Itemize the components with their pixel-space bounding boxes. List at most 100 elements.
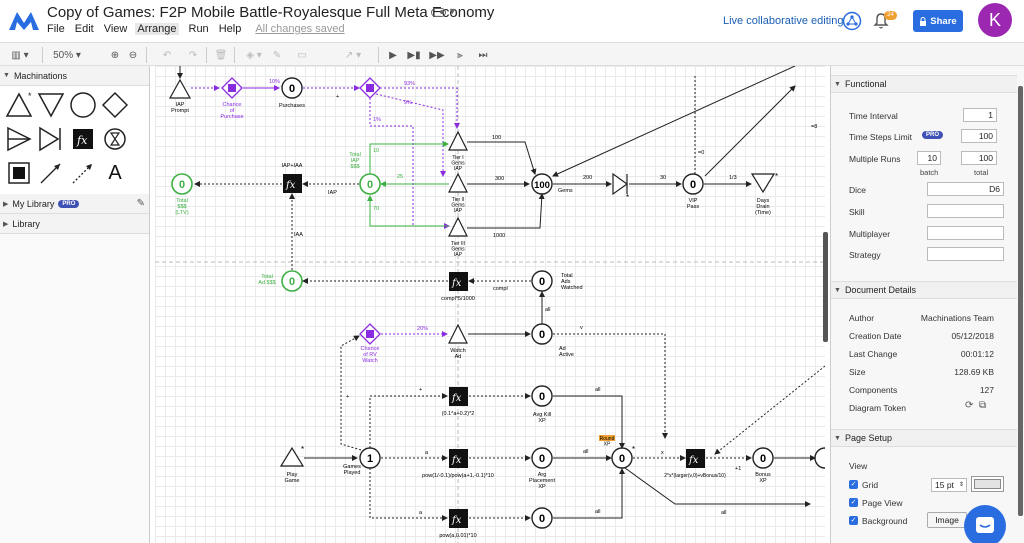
grid-checkbox[interactable]: ✓ bbox=[849, 480, 858, 489]
offscreen-node[interactable] bbox=[814, 447, 825, 469]
resource-connection[interactable] bbox=[553, 395, 625, 449]
resource-connection[interactable] bbox=[367, 195, 449, 227]
trader-icon[interactable] bbox=[36, 124, 66, 154]
pool-circle-icon[interactable] bbox=[68, 90, 98, 120]
resource-connection[interactable] bbox=[467, 193, 545, 229]
multiplayer-input[interactable] bbox=[927, 226, 1004, 240]
chat-button[interactable] bbox=[964, 505, 1006, 543]
canvas-scrollbar[interactable] bbox=[823, 232, 828, 342]
background-checkbox[interactable]: ✓ bbox=[849, 516, 858, 525]
toggle-icon[interactable] bbox=[431, 8, 446, 17]
share-button[interactable]: Share bbox=[913, 10, 963, 32]
resource-connection[interactable] bbox=[704, 85, 796, 177]
state-connection[interactable] bbox=[380, 87, 460, 129]
node-iap-formula[interactable]: fx IAP+IAA bbox=[282, 163, 303, 193]
dice-input[interactable]: D6 bbox=[927, 182, 1004, 196]
resource-connection[interactable] bbox=[624, 467, 811, 507]
page-view-checkbox[interactable]: ✓ bbox=[849, 498, 858, 507]
delete-icon[interactable]: 🗑 bbox=[214, 49, 228, 61]
node-pow-formula[interactable]: fx pow(a,0.01)*10 bbox=[439, 509, 477, 539]
document-title[interactable]: Copy of Games: F2P Mobile Battle-Royales… bbox=[47, 4, 495, 21]
grid-size-input[interactable]: 15 pt⇕ bbox=[931, 478, 967, 492]
save-status[interactable]: All changes saved bbox=[255, 23, 345, 35]
fast-forward-icon[interactable]: ▶▶ bbox=[429, 49, 445, 61]
zoom-dropdown[interactable]: 50% ▾ bbox=[53, 49, 81, 61]
state-connection[interactable] bbox=[369, 468, 448, 521]
resource-connection[interactable] bbox=[467, 141, 537, 175]
collab-link[interactable]: Live collaborative editing bbox=[723, 15, 844, 27]
resource-connection[interactable] bbox=[369, 141, 449, 174]
line-color-icon[interactable]: ✎ bbox=[272, 49, 282, 61]
node-chance-tier[interactable] bbox=[359, 77, 381, 99]
multi-run-icon[interactable]: ⫸ bbox=[457, 49, 463, 61]
state-connection-icon[interactable] bbox=[68, 158, 98, 188]
drain-triangle-icon[interactable] bbox=[36, 90, 66, 120]
resource-connection[interactable] bbox=[552, 66, 796, 177]
my-library-section[interactable]: ▶ My Library PRO ✎ bbox=[0, 194, 149, 214]
redo-icon[interactable]: ↷ bbox=[188, 49, 198, 61]
node-placement-formula[interactable]: fx pow(1/-0.1)/pow(a+1,-0.1)*10 bbox=[422, 449, 494, 479]
delay-icon[interactable] bbox=[100, 124, 130, 154]
zoom-out-icon[interactable]: ⊖ bbox=[128, 49, 138, 61]
menu-edit[interactable]: Edit bbox=[74, 23, 94, 35]
menu-help[interactable]: Help bbox=[218, 23, 242, 35]
time-interval-input[interactable]: 1 bbox=[963, 108, 997, 122]
strategy-input[interactable] bbox=[927, 247, 1004, 261]
node-kill-formula[interactable]: fx (0.1*a+0.2)*2 bbox=[442, 387, 475, 417]
shadow-icon[interactable]: ▭ bbox=[297, 49, 307, 61]
node-total-ltv[interactable]: 0 Total$$$(LTV) bbox=[171, 173, 193, 216]
zoom-in-icon[interactable]: ⊕ bbox=[110, 49, 120, 61]
page-setup-section[interactable]: ▼ Page Setup bbox=[831, 429, 1017, 447]
state-connection[interactable] bbox=[375, 93, 446, 177]
pool-triangle-icon[interactable]: * bbox=[4, 90, 34, 120]
library-section[interactable]: ▶ Library bbox=[0, 214, 149, 234]
document-details-section[interactable]: ▼ Document Details bbox=[831, 281, 1017, 299]
menu-view[interactable]: View bbox=[103, 23, 128, 35]
state-connection[interactable] bbox=[369, 393, 448, 448]
state-connection[interactable] bbox=[553, 333, 668, 439]
waypoint-icon[interactable]: ↗ ▾ bbox=[344, 49, 362, 61]
resource-connection[interactable] bbox=[553, 468, 625, 519]
menu-run[interactable]: Run bbox=[188, 23, 209, 35]
batch-input[interactable]: 10 bbox=[917, 151, 941, 165]
resource-connection-icon[interactable] bbox=[36, 158, 66, 188]
state-connection[interactable] bbox=[340, 335, 362, 451]
gate-diamond-icon[interactable] bbox=[100, 90, 130, 120]
end-condition-icon[interactable] bbox=[4, 158, 34, 188]
text-tool-icon[interactable]: A bbox=[108, 161, 122, 184]
converter-icon[interactable] bbox=[4, 124, 34, 154]
undo-icon[interactable]: ↶ bbox=[162, 49, 172, 61]
node-purchases[interactable]: 0 Purchases bbox=[279, 77, 305, 109]
machinations-logo[interactable] bbox=[8, 8, 40, 32]
node-bonus-formula[interactable]: fx 2*x*(larger(v,0)+vBonus/10) bbox=[664, 449, 726, 479]
image-button[interactable]: Image bbox=[927, 512, 967, 528]
edit-icon[interactable]: ✎ bbox=[136, 198, 145, 209]
bell-icon[interactable] bbox=[873, 12, 889, 30]
network-icon[interactable] bbox=[842, 11, 862, 31]
panel-toggle-icon[interactable]: ▥ ▾ bbox=[11, 49, 29, 61]
functional-section[interactable]: ▼ Functional bbox=[831, 75, 1017, 93]
state-connection[interactable] bbox=[714, 365, 825, 455]
menu-arrange[interactable]: Arrange bbox=[135, 23, 179, 35]
refresh-icon[interactable]: ⟳ bbox=[965, 400, 974, 411]
stepper-icon[interactable]: ⇕ bbox=[958, 482, 964, 488]
